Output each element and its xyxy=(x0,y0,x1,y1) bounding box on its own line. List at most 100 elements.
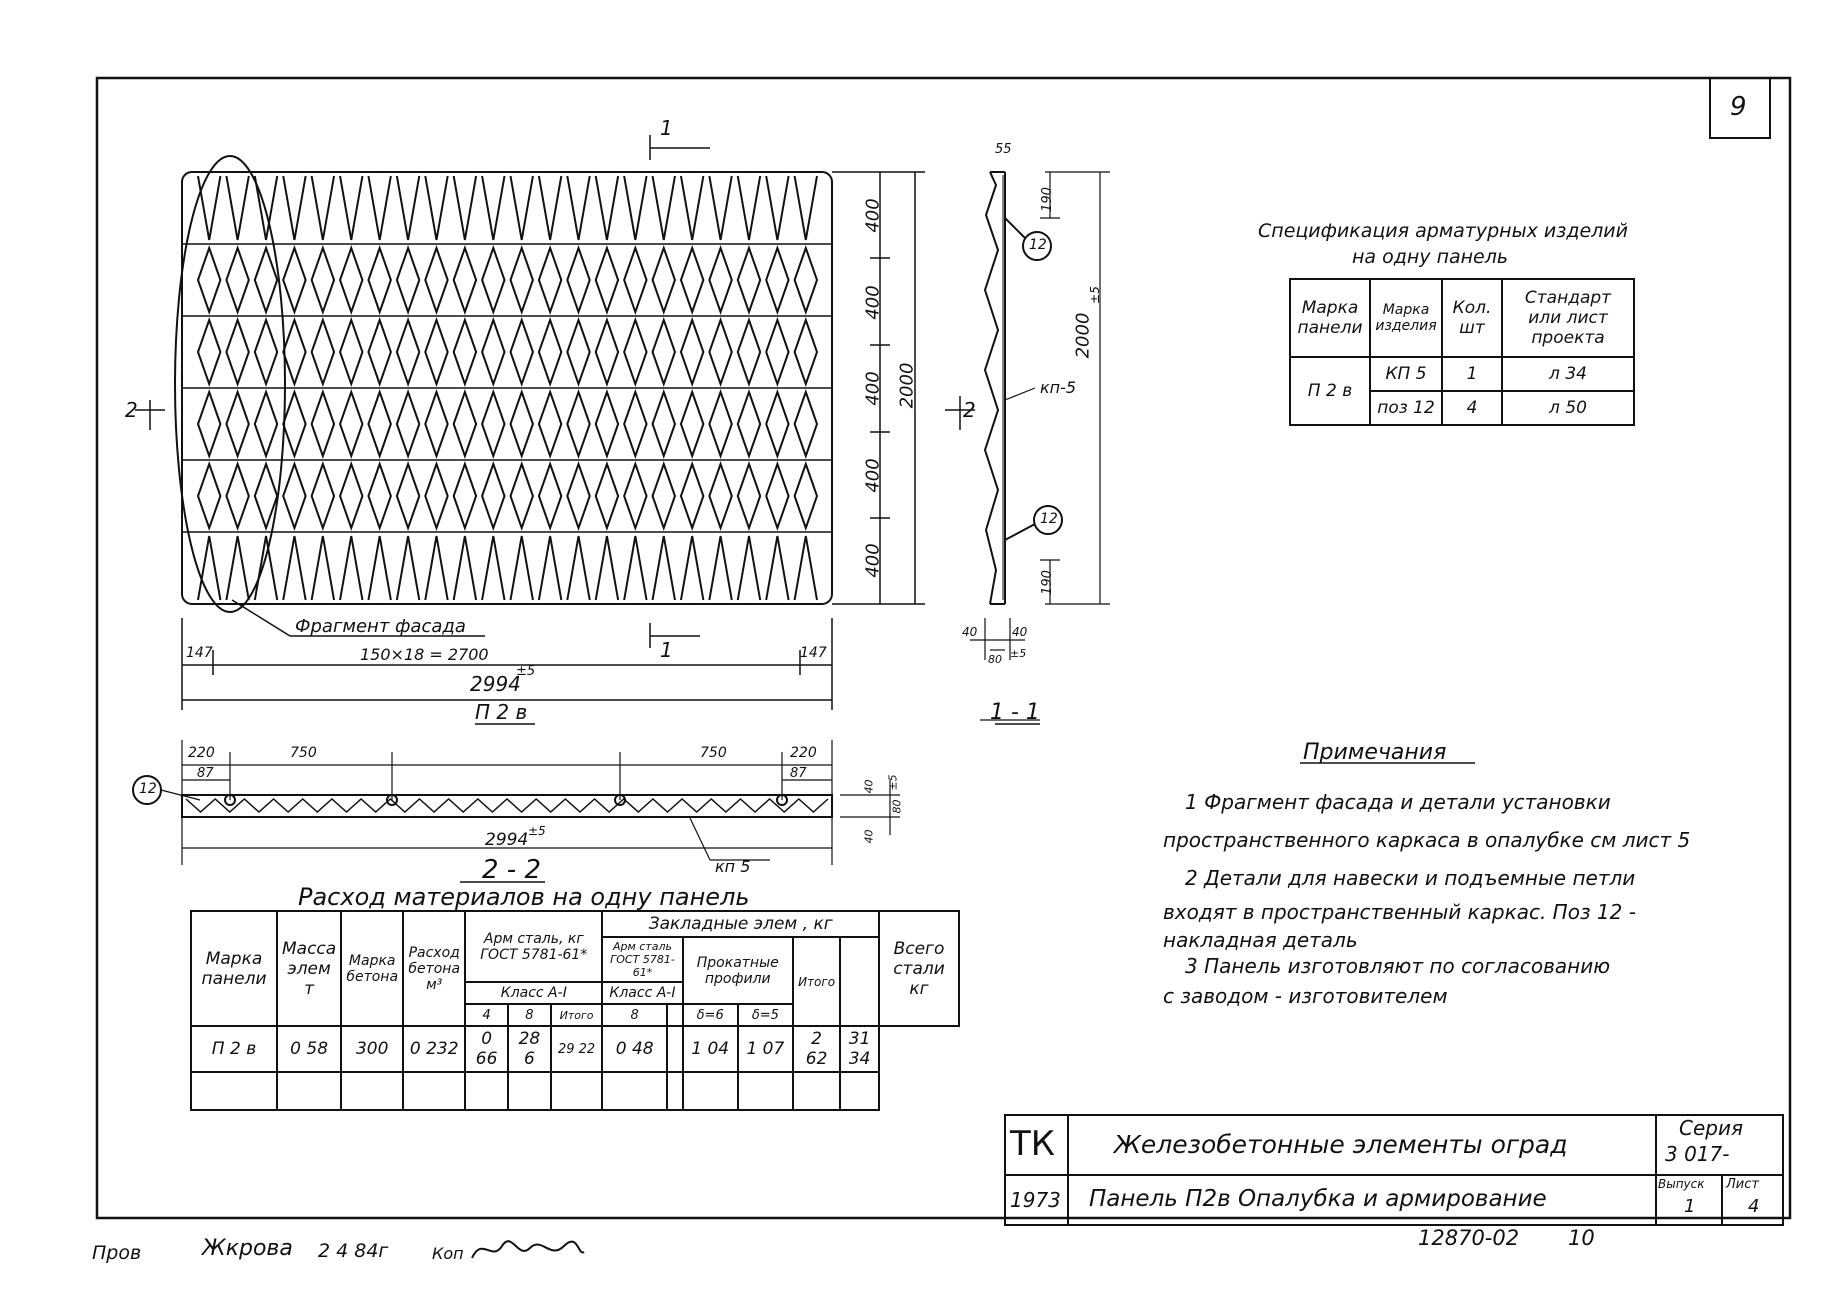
spec-row1-qty: 1 xyxy=(1441,356,1503,392)
lattice-cell xyxy=(623,175,648,241)
sheet-number-box xyxy=(1709,77,1771,139)
note-line-7: с заводом - изготовителем xyxy=(1163,984,1448,1008)
lattice-cell xyxy=(225,535,250,601)
s11-dim-190-top: 190 xyxy=(1039,187,1055,212)
tk-logo: ТК xyxy=(1010,1124,1055,1164)
lattice-cell xyxy=(708,460,733,532)
lattice-cell xyxy=(765,535,790,601)
lattice-cell xyxy=(395,175,421,241)
lattice-cell xyxy=(197,535,222,601)
tb-year: 1973 xyxy=(1010,1188,1061,1212)
doc-number: 12870-02 xyxy=(1418,1226,1520,1250)
lattice-cell xyxy=(338,244,364,316)
s11-height-tol: ±5 xyxy=(1087,286,1102,304)
lattice-cell xyxy=(196,244,222,316)
lattice-cell xyxy=(537,460,563,532)
lattice-cell xyxy=(339,175,364,241)
lattice-cell xyxy=(679,388,705,460)
lattice-cell xyxy=(253,388,279,460)
mat-head-grade: Марка бетона xyxy=(340,910,405,1027)
section2-mark-right: 2 xyxy=(963,398,976,422)
section-1-1 xyxy=(970,171,1110,721)
dim-pitch: 150×18 = 2700 xyxy=(360,645,489,664)
lattice-cell xyxy=(310,535,336,601)
lattice-cell xyxy=(793,388,819,460)
spec-row2-qty: 4 xyxy=(1441,390,1503,426)
s11-pos-12-bottom: 12 xyxy=(1040,511,1058,527)
section2-mark-left: 2 xyxy=(125,398,138,422)
dim-400-1: 400 xyxy=(862,198,884,233)
spec-row1-item: КП 5 xyxy=(1369,356,1443,392)
materials-table: Марка панели Масса элем т Марка бетона Р… xyxy=(190,910,960,1111)
tb-sheet: 4 xyxy=(1748,1196,1760,1217)
s22-dim-750-left: 750 xyxy=(290,745,317,761)
note-line-5: накладная деталь xyxy=(1163,928,1358,952)
s11-label: 1 - 1 xyxy=(990,700,1040,725)
lattice-cell xyxy=(481,244,506,316)
s22-dim-87-right: 87 xyxy=(790,766,807,781)
mat-head-d8: 8 xyxy=(507,1003,552,1027)
lattice-cell xyxy=(736,244,762,316)
s22-dim-80: 80 xyxy=(890,799,904,814)
lattice-cell xyxy=(765,388,790,460)
spec-head-item: Марка изделия xyxy=(1369,278,1443,358)
dim-overall-length: 2994 xyxy=(470,672,521,696)
front-view-dims xyxy=(135,135,975,710)
s22-dim-220-left: 220 xyxy=(188,745,215,761)
lattice-cell xyxy=(736,460,762,532)
lattice-cell xyxy=(736,316,762,388)
notes-title: Примечания xyxy=(1303,740,1447,765)
mat-head-d4: 4 xyxy=(464,1003,509,1027)
lattice-cell xyxy=(566,460,591,532)
lattice-cell xyxy=(708,535,733,601)
s11-dim-40-left: 40 xyxy=(962,625,978,639)
lattice-cell xyxy=(196,460,222,532)
s11-dim-80: 80 xyxy=(988,653,1002,666)
lattice-cell xyxy=(594,388,620,460)
mat-p6: 1 04 xyxy=(681,1025,739,1073)
dim-400-4: 400 xyxy=(862,458,884,493)
lattice-cell xyxy=(367,535,392,601)
s22-length-tol: ±5 xyxy=(528,824,546,838)
mat-r8: 28 6 xyxy=(507,1025,552,1073)
lattice-cell xyxy=(594,535,620,601)
sheet-number: 9 xyxy=(1730,92,1747,122)
mat-head-rebar: Арм сталь, кг ГОСТ 5781-61* xyxy=(464,910,604,983)
mat-head-emb-steel: Арм сталь ГОСТ 5781-61* xyxy=(601,936,684,983)
s11-frame-label: кп-5 xyxy=(1040,378,1077,397)
lattice-cell xyxy=(339,535,364,601)
footer-checked-label: Пров xyxy=(92,1242,142,1264)
mat-head-panel: Марка панели xyxy=(190,910,278,1027)
lattice-cell xyxy=(708,316,733,388)
mat-p5: 1 07 xyxy=(736,1025,794,1073)
lattice-cell xyxy=(537,175,563,241)
lattice-cell xyxy=(623,535,648,601)
s11-top-dim: 55 xyxy=(995,142,1012,157)
lattice-cell xyxy=(253,460,279,532)
lattice-cell xyxy=(623,460,648,532)
lattice-cell xyxy=(566,175,591,241)
s22-dim-tol: ±5 xyxy=(886,774,900,791)
lattice-cell xyxy=(424,460,449,532)
lattice-cell xyxy=(225,388,250,460)
view-label: П 2 в xyxy=(475,700,528,724)
mat-head-vol: Расход бетона м³ xyxy=(402,910,467,1027)
lattice-cell xyxy=(509,175,534,241)
lattice-cell xyxy=(253,175,279,241)
lattice-cell xyxy=(537,244,563,316)
mat-rtotal: 29 22 xyxy=(549,1025,604,1073)
mat-head-emb-d8: 8 xyxy=(601,1003,668,1027)
lattice-cell xyxy=(196,316,222,388)
mat-empty xyxy=(665,1025,684,1073)
lattice-cell xyxy=(651,460,677,532)
spec-head-panel: Марка панели xyxy=(1289,278,1371,358)
lattice-cell xyxy=(310,460,336,532)
lattice-cell xyxy=(651,388,677,460)
lattice-cell xyxy=(594,460,620,532)
lattice-cell xyxy=(651,244,677,316)
spec-table: Марка панели Марка изделия Кол. шт Станд… xyxy=(1289,278,1635,426)
lattice-cell xyxy=(708,175,733,241)
lattice-cell xyxy=(282,244,307,316)
lattice-cell xyxy=(452,244,478,316)
lattice-cell xyxy=(793,460,819,532)
